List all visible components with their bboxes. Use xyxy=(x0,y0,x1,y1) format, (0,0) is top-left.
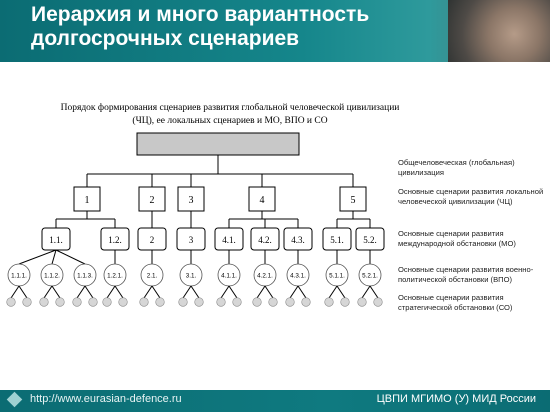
leaf-circle-11-1 xyxy=(357,297,367,307)
connector-line xyxy=(51,285,61,299)
leaf-circle-7-2 xyxy=(232,297,242,307)
leaf-circle-2-1 xyxy=(39,297,49,307)
connector-line xyxy=(10,285,20,299)
level2-label-2: 1.2. xyxy=(108,235,122,245)
level3-label-6: 3.1. xyxy=(186,273,197,280)
level1-label-3: 3 xyxy=(189,195,194,206)
leaf-circle-1-2 xyxy=(22,297,32,307)
header-banner: Иерархия и много вариантность долгосрочн… xyxy=(0,0,550,62)
leaf-circle-5-1 xyxy=(139,297,149,307)
level3-label-1: 1.1.1. xyxy=(11,273,27,280)
leaf-circle-2-2 xyxy=(55,297,65,307)
slide-title: Иерархия и много вариантность долгосрочн… xyxy=(31,3,370,50)
connector-line xyxy=(182,285,192,299)
connector-line xyxy=(55,249,86,265)
level1-box-5 xyxy=(339,186,367,212)
level3-label-5: 2.1. xyxy=(147,273,158,280)
connector-line xyxy=(43,285,53,299)
level3-label-2: 1.1.2. xyxy=(44,273,60,280)
connector-line xyxy=(336,285,346,299)
level2-label-7: 4.3. xyxy=(291,235,305,245)
level1-box-3 xyxy=(177,186,205,212)
diamond-icon xyxy=(6,391,23,408)
footer-bar: http://www.eurasian-defence.ru ЦВПИ МГИМ… xyxy=(0,390,550,412)
level2-label-6: 4.2. xyxy=(258,235,272,245)
level1-box-2 xyxy=(138,186,166,212)
connector-line xyxy=(151,285,161,299)
legend-level0: Общечеловеческая (глобальная) цивилизаци… xyxy=(398,158,515,177)
level3-label-4: 1.2.1. xyxy=(107,273,123,280)
legend-level3: Основные сценарии развития военно-полити… xyxy=(398,265,534,284)
level3-label-3: 1.1.3. xyxy=(77,273,93,280)
level1-label-1: 1 xyxy=(85,195,90,206)
root-box xyxy=(136,132,300,156)
leaf-circle-5-2 xyxy=(155,297,165,307)
connector-line xyxy=(289,285,299,299)
level2-label-4: 3 xyxy=(189,235,194,245)
connector-line xyxy=(220,285,230,299)
connector-line xyxy=(51,249,57,265)
leaf-circle-7-1 xyxy=(216,297,226,307)
leaf-circle-3-2 xyxy=(88,297,98,307)
leaf-circle-6-1 xyxy=(178,297,188,307)
leaf-circle-11-2 xyxy=(373,297,383,307)
level1-label-5: 5 xyxy=(351,195,356,206)
header-photo xyxy=(448,0,550,62)
connector-line xyxy=(369,285,379,299)
connector-line xyxy=(361,285,371,299)
level3-label-9: 4.3.1. xyxy=(290,273,306,280)
leaf-circle-10-1 xyxy=(324,297,334,307)
level1-label-4: 4 xyxy=(260,195,265,206)
legend-level2: Основные сценарии развития международной… xyxy=(398,229,516,248)
connector-line xyxy=(328,285,338,299)
footer-url[interactable]: http://www.eurasian-defence.ru xyxy=(30,393,182,405)
level3-label-10: 5.1.1. xyxy=(329,273,345,280)
diagram-title: Порядок формирования сценариев развития … xyxy=(60,103,400,126)
level2-label-5: 4.1. xyxy=(222,235,236,245)
connector-line xyxy=(18,249,57,265)
leaf-circle-6-2 xyxy=(194,297,204,307)
level2-label-3: 2 xyxy=(150,235,155,245)
connector-line xyxy=(190,285,200,299)
footer-organization: ЦВПИ МГИМО (У) МИД России xyxy=(376,393,536,405)
level1-box-4 xyxy=(248,186,276,212)
level3-label-11: 5.2.1. xyxy=(362,273,378,280)
level1-label-2: 2 xyxy=(150,195,155,206)
leaf-circle-1-1 xyxy=(6,297,16,307)
connector-line xyxy=(143,285,153,299)
legend-level4: Основные сценарии развития стратегическо… xyxy=(398,293,513,312)
connector-line xyxy=(264,285,274,299)
connector-line xyxy=(76,285,86,299)
leaf-circle-4-2 xyxy=(118,297,128,307)
leaf-circle-9-1 xyxy=(285,297,295,307)
leaf-circle-3-1 xyxy=(72,297,82,307)
leaf-circle-8-2 xyxy=(268,297,278,307)
connector-line xyxy=(84,285,94,299)
legend-level1: Основные сценарии развития локальной чел… xyxy=(398,187,544,206)
level3-label-7: 4.1.1. xyxy=(221,273,237,280)
connector-line xyxy=(297,285,307,299)
connector-line xyxy=(18,285,28,299)
level3-label-8: 4.2.1. xyxy=(257,273,273,280)
leaf-circle-9-2 xyxy=(301,297,311,307)
leaf-circle-4-1 xyxy=(102,297,112,307)
leaf-circle-8-1 xyxy=(252,297,262,307)
connector-line xyxy=(256,285,266,299)
connector-line xyxy=(106,285,116,299)
level2-label-8: 5.1. xyxy=(330,235,344,245)
connector-line xyxy=(228,285,238,299)
leaf-circle-10-2 xyxy=(340,297,350,307)
level2-label-1: 1.1. xyxy=(49,235,63,245)
connector-line xyxy=(114,285,124,299)
level2-label-9: 5.2. xyxy=(363,235,377,245)
